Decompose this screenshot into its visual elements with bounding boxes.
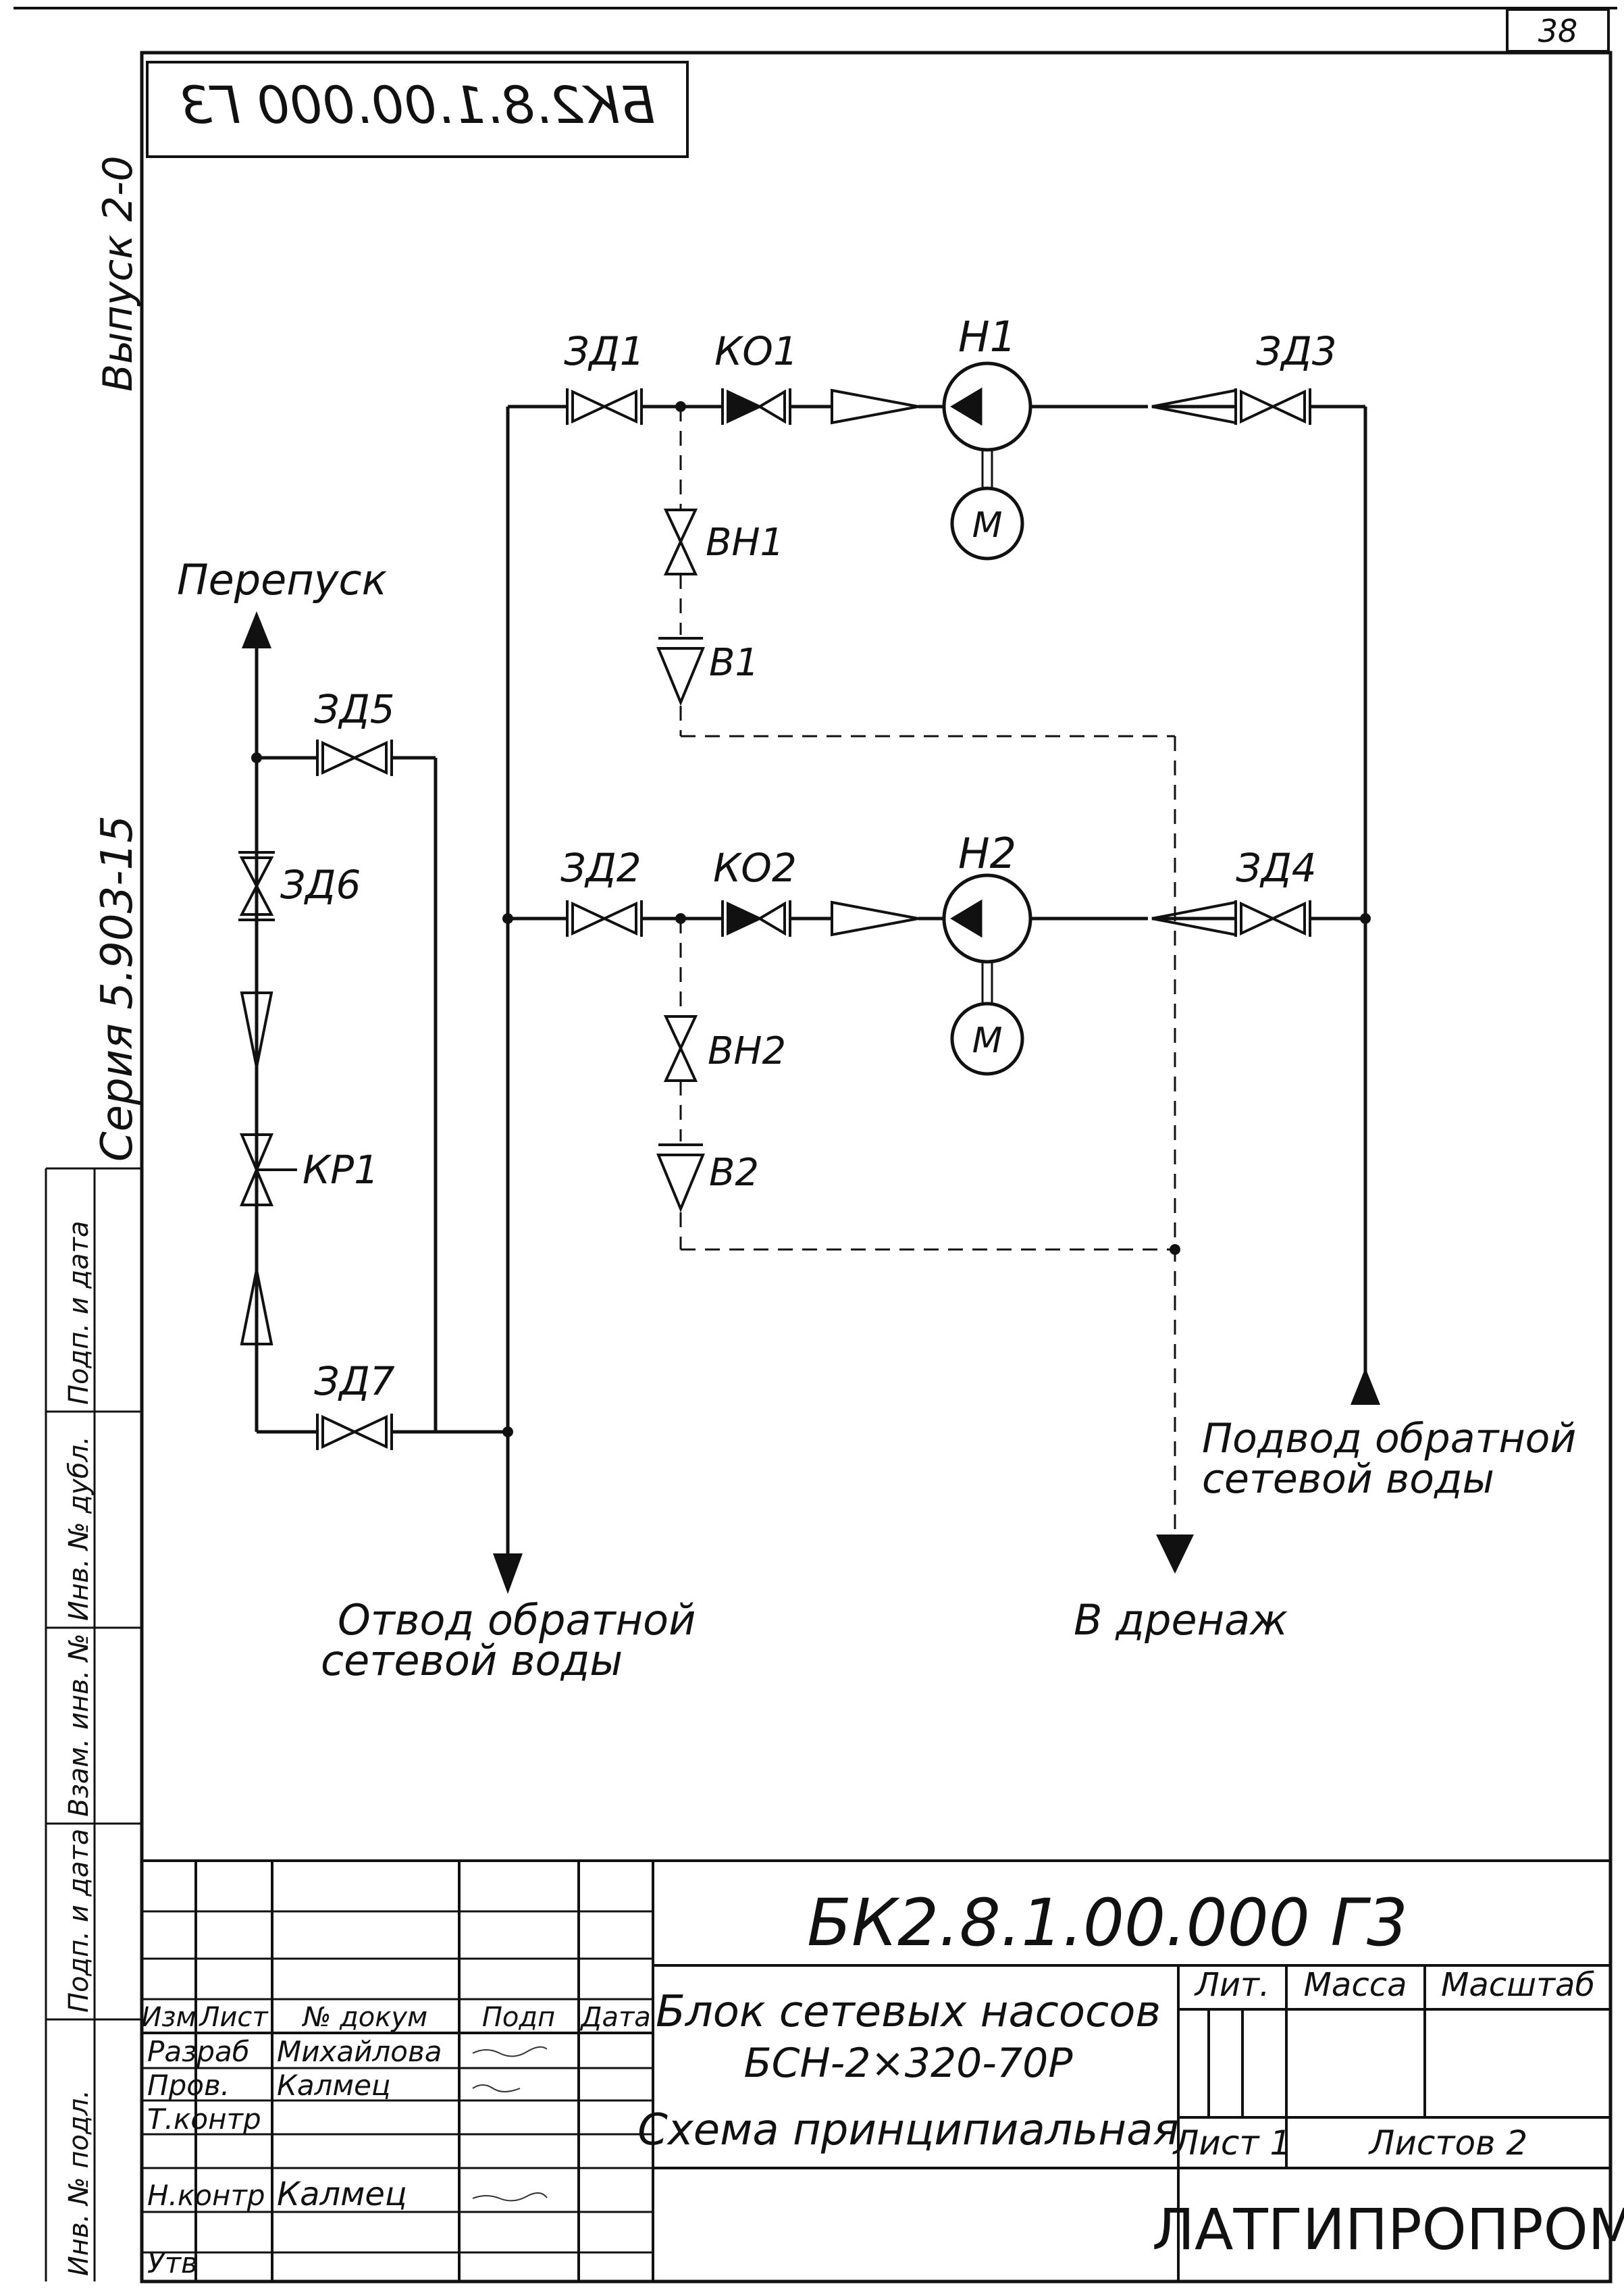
role-razrab: Разраб <box>147 2035 250 2068</box>
label-vn1: ВН1 <box>706 521 784 565</box>
outlet-label-1: Отвод обратной <box>338 1595 696 1645</box>
sheets-label: Листов 2 <box>1368 2123 1527 2163</box>
valve-zd3 <box>1234 388 1311 425</box>
role-tkontr: Т.контр <box>147 2103 261 2136</box>
outlet-label-2: сетевой воды <box>321 1636 623 1685</box>
col-header-izm: Изм <box>141 2002 196 2033</box>
side-stamp-5: Инв. № подл. <box>63 2090 95 2276</box>
label-zd1: ЗД1 <box>564 328 644 374</box>
title-line-3: Схема принципиальная <box>637 2105 1179 2155</box>
drain-arrow <box>1156 1535 1194 1574</box>
drawing-frame <box>140 51 1613 2284</box>
organization: ЛАТГИПРОПРОМ <box>1152 2196 1624 2263</box>
supply-label-2: сетевой воды <box>1202 1455 1494 1503</box>
label-zd4: ЗД4 <box>1236 845 1316 891</box>
side-stamp-4: Подп. и дата <box>63 1829 95 2013</box>
bypass-label: Перепуск <box>177 555 388 604</box>
name-nkontr: Калмец <box>277 2175 407 2213</box>
col-header-date: Дата <box>579 2002 651 2033</box>
check-valve-ko1 <box>721 388 791 425</box>
col-header-sign: Подп <box>482 2002 555 2033</box>
valve-vn2 <box>663 1015 698 1082</box>
role-utv: Утв <box>147 2246 198 2279</box>
valve-zd2 <box>566 900 643 937</box>
scale-header: Масштаб <box>1441 1966 1595 2004</box>
name-razrab: Михайлова <box>277 2035 442 2068</box>
motor-m1-label: М <box>972 505 1003 546</box>
pump-h2 <box>942 873 1032 1076</box>
label-h2: Н2 <box>958 829 1016 878</box>
label-zd5: ЗД5 <box>314 686 394 732</box>
label-v1: В1 <box>709 641 759 685</box>
supply-label-1: Подвод обратной <box>1202 1415 1576 1462</box>
side-stamp <box>45 1167 142 2281</box>
lit-header: Лит. <box>1194 1966 1270 2004</box>
name-prov: Калмец <box>277 2069 391 2102</box>
valve-zd4 <box>1234 900 1311 937</box>
label-v2: В2 <box>709 1151 759 1195</box>
signatures <box>472 2046 548 2202</box>
series-label: Серия 5.903-15 <box>93 815 142 1162</box>
sheet-label: Лист 1 <box>1172 2123 1291 2163</box>
label-vn2: ВН2 <box>708 1029 786 1073</box>
reducer-top-1 <box>831 388 919 425</box>
designation: БК2.8.1.00.000 Г3 <box>807 1885 1408 1961</box>
label-zd3: ЗД3 <box>1256 328 1336 374</box>
side-stamp-1: Подп. и дата <box>63 1221 95 1405</box>
title-line-2: БСН-2×320-70Р <box>744 2040 1074 2087</box>
col-header-list: Лист <box>198 2002 269 2033</box>
label-h1: Н1 <box>958 312 1016 361</box>
drain-lines <box>679 407 1176 1533</box>
mass-header: Масса <box>1303 1966 1407 2004</box>
funnel-v2 <box>656 1143 705 1213</box>
valve-zd7 <box>316 1414 393 1450</box>
valve-kr1 <box>239 1133 297 1206</box>
col-header-doc: № докум <box>302 2002 427 2033</box>
bypass-arrow <box>242 611 271 648</box>
label-ko1: КО1 <box>714 328 798 374</box>
valve-zd5 <box>316 740 393 776</box>
outlet-arrow <box>493 1553 523 1594</box>
valve-zd6 <box>238 851 275 921</box>
check-valve-ko2 <box>721 900 791 937</box>
label-ko2: КО2 <box>713 845 797 891</box>
label-zd2: ЗД2 <box>560 845 641 891</box>
issue-label: Выпуск 2-0 <box>95 155 142 392</box>
role-prov: Пров. <box>147 2069 230 2102</box>
label-zd6: ЗД6 <box>280 862 361 908</box>
schematic <box>255 405 1367 1553</box>
bypass-reducer-2 <box>240 1269 273 1345</box>
reducer-mid-1 <box>831 900 919 937</box>
side-stamp-2: Инв. № дубл. <box>63 1436 95 1621</box>
bypass-reducer-1 <box>240 991 273 1068</box>
mirrored-stamp: БК2.8.1.00.000 Г3 <box>146 61 689 158</box>
mirrored-stamp-text: БК2.8.1.00.000 Г3 <box>180 75 655 135</box>
label-zd7: ЗД7 <box>314 1358 394 1404</box>
sheet-number: 38 <box>1538 13 1578 49</box>
drain-label: В дренаж <box>1074 1595 1288 1645</box>
junctions <box>251 401 1371 1437</box>
role-nkontr: Н.контр <box>147 2179 265 2212</box>
motor-m2-label: М <box>972 1021 1003 1061</box>
title-line-1: Блок сетевых насосов <box>656 1987 1161 2037</box>
title-block-grid <box>142 1859 1610 2281</box>
side-stamp-3: Взам. инв. № <box>63 1633 95 1817</box>
valve-zd1 <box>566 388 643 425</box>
funnel-v1 <box>656 637 705 706</box>
supply-arrow <box>1351 1368 1380 1405</box>
pump-h1 <box>942 361 1032 561</box>
valve-vn1 <box>663 509 698 575</box>
label-kr1: КР1 <box>303 1147 379 1193</box>
